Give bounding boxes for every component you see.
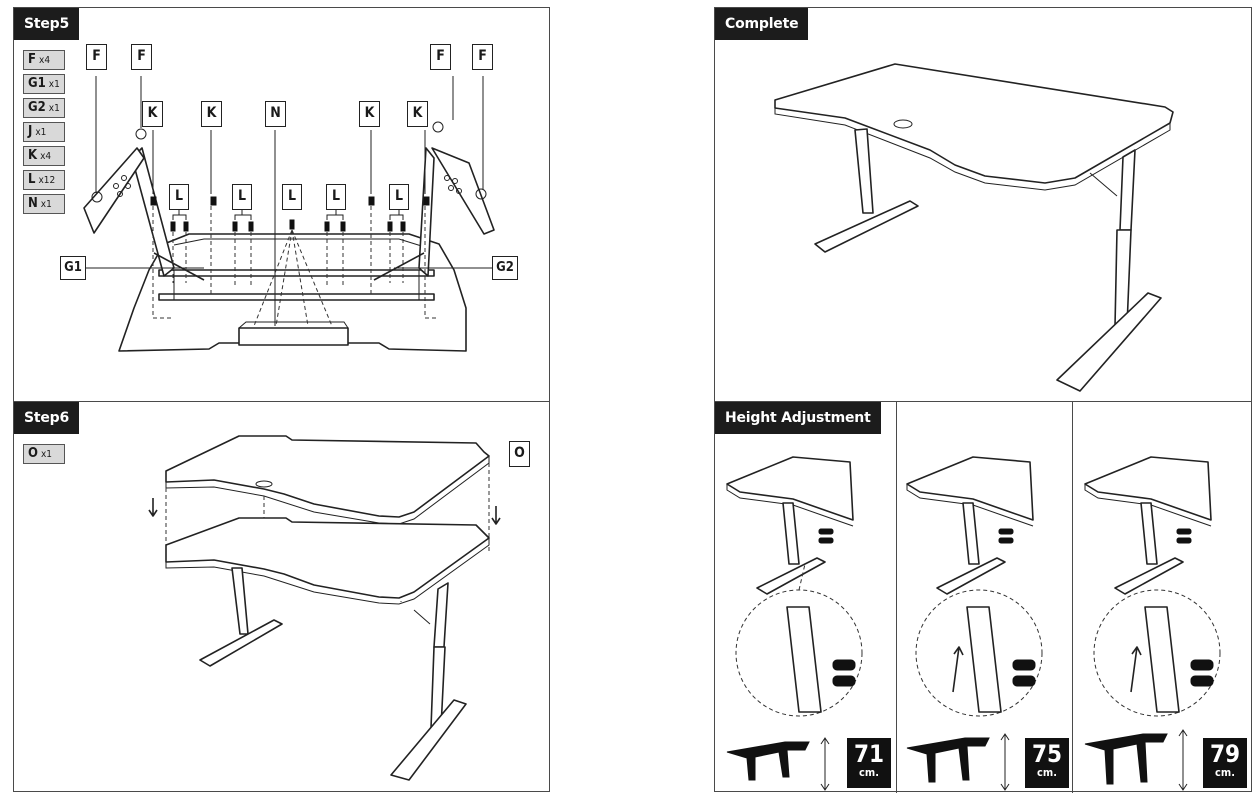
callout-g2: G2 — [492, 256, 518, 280]
height-setting-2-diagram — [906, 456, 1043, 791]
height-75-unit: cm. — [1037, 766, 1057, 779]
callout-g1: G1 — [60, 256, 86, 280]
callout-f-2: F — [131, 44, 152, 70]
callout-n: N — [265, 101, 286, 127]
callout-f-3: F — [430, 44, 451, 70]
callout-f-1: F — [86, 44, 107, 70]
divider — [896, 402, 897, 793]
callout-l-5: L — [389, 184, 409, 210]
frame-beam — [158, 269, 435, 277]
height-79-unit: cm. — [1215, 766, 1235, 779]
divider — [1072, 402, 1073, 793]
step5-drawing — [83, 76, 495, 352]
right-leg — [433, 582, 449, 648]
height-adjustment-panel: Height Adjustment — [714, 401, 1252, 793]
callout-l-1: L — [169, 184, 189, 210]
height-adjustment-drawings — [726, 456, 1221, 791]
height-79-badge: 79 cm. — [1203, 738, 1247, 788]
callout-o: O — [509, 441, 530, 467]
complete-desktop — [774, 63, 1174, 184]
complete-desk-drawing — [774, 63, 1174, 392]
step6-drawing — [148, 435, 501, 781]
height-setting-3-diagram — [1084, 456, 1221, 791]
callout-l-2: L — [232, 184, 252, 210]
callout-k-2: K — [201, 101, 222, 127]
step5-title: Step5 — [14, 8, 80, 40]
left-leg — [231, 567, 249, 635]
desktop-top-o — [165, 435, 490, 518]
callout-k-3: K — [359, 101, 380, 127]
complete-right-leg — [1119, 149, 1136, 231]
height-75-badge: 75 cm. — [1025, 738, 1069, 788]
complete-title: Complete — [715, 8, 809, 40]
complete-left-leg — [854, 128, 874, 214]
step6-title: Step6 — [14, 402, 80, 434]
callout-l-4: L — [326, 184, 346, 210]
height-setting-1-diagram — [726, 456, 863, 791]
height-75-value: 75 — [1031, 740, 1063, 768]
height-79-value: 79 — [1209, 740, 1241, 768]
callout-f-4: F — [472, 44, 493, 70]
callout-k-1: K — [142, 101, 163, 127]
callout-l-3: L — [282, 184, 302, 210]
height-71-badge: 71 cm. — [847, 738, 891, 788]
height-71-value: 71 — [853, 740, 885, 768]
callout-k-4: K — [407, 101, 428, 127]
complete-panel: Complete — [714, 7, 1252, 402]
control-box-n — [238, 327, 349, 346]
height-71-unit: cm. — [859, 766, 879, 779]
assembled-frame-desk — [165, 517, 490, 599]
height-adjustment-title: Height Adjustment — [715, 402, 881, 434]
